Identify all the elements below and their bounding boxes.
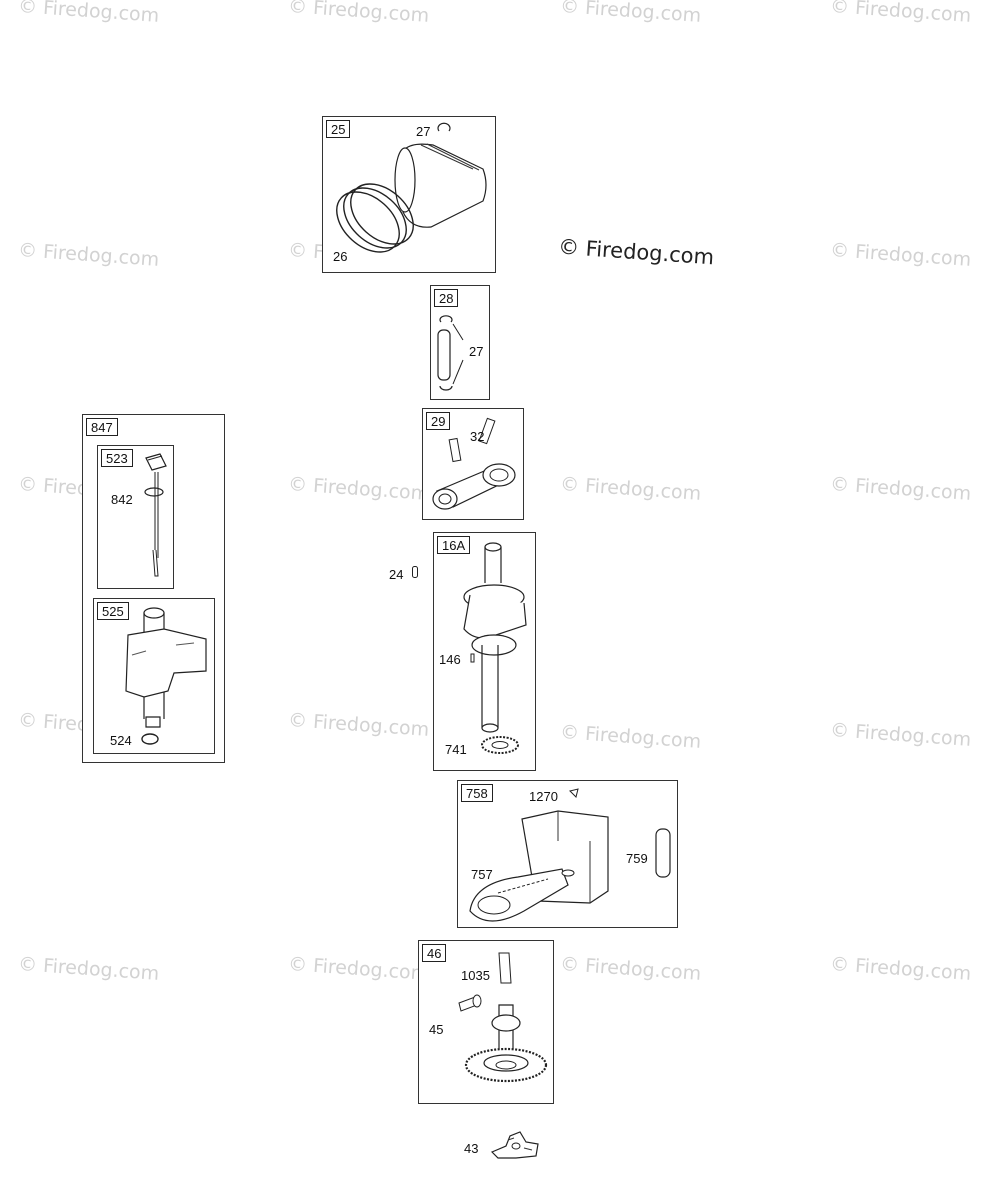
callout-label: 43	[464, 1141, 479, 1156]
callout-label: 842	[111, 492, 133, 507]
panel-tag: 847	[86, 418, 118, 436]
watermark: © Firedog.com	[17, 239, 160, 271]
watermark: © Firedog.com	[287, 953, 430, 985]
watermark: © Firedog.com	[829, 239, 972, 271]
key-part-drawing	[412, 566, 418, 578]
panel-tag: 16A	[437, 536, 471, 554]
panel-tag: 523	[101, 449, 133, 467]
panel-525-oil-fill-tube[interactable]: 525 524	[93, 598, 215, 754]
panel-tag: 29	[426, 412, 451, 430]
callout-label: 45	[429, 1022, 444, 1037]
dipstick-drawing	[98, 446, 175, 590]
callout-label: 24	[389, 567, 404, 582]
camshaft-drawing	[419, 941, 555, 1105]
crankshaft-drawing	[434, 533, 537, 772]
panel-tag: 25	[326, 120, 351, 138]
watermark: © Firedog.com	[17, 953, 160, 985]
watermark: © Firedog.com	[829, 953, 972, 985]
watermark: © Firedog.com	[287, 0, 430, 27]
callout-label: 757	[471, 867, 493, 882]
watermark: © Firedog.com	[559, 0, 702, 27]
panel-tag: 28	[434, 289, 459, 307]
callout-label: 1270	[529, 789, 558, 804]
callout-label: 26	[333, 249, 348, 264]
panel-tag: 525	[97, 602, 129, 620]
panel-46-camshaft[interactable]: 46 1035 45	[418, 940, 554, 1104]
part-43-drawing	[486, 1128, 546, 1164]
connecting-rod-drawing	[423, 409, 525, 521]
panel-523-dipstick[interactable]: 523 842	[97, 445, 174, 589]
panel-16a-crankshaft[interactable]: 16A 146 741	[433, 532, 536, 771]
balancer-drawing	[458, 781, 679, 929]
watermark-main: © Firedog.com	[557, 234, 715, 270]
watermark: © Firedog.com	[17, 0, 160, 27]
callout-label: 27	[469, 344, 484, 359]
watermark: © Firedog.com	[829, 719, 972, 751]
oil-fill-tube-drawing	[94, 599, 216, 755]
callout-label: 32	[470, 429, 485, 444]
panel-29-connecting-rod[interactable]: 29 32	[422, 408, 524, 520]
panel-758-balancer[interactable]: 758 1270 757 759	[457, 780, 678, 928]
watermark: © Firedog.com	[829, 0, 972, 27]
watermark: © Firedog.com	[829, 473, 972, 505]
watermark: © Firedog.com	[559, 721, 702, 753]
callout-label: 146	[439, 652, 461, 667]
callout-label: 27	[416, 124, 431, 139]
panel-28-piston-pin[interactable]: 28 27	[430, 285, 490, 400]
piston-drawing	[323, 117, 497, 274]
watermark: © Firedog.com	[287, 473, 430, 505]
watermark: © Firedog.com	[287, 709, 430, 741]
callout-label: 759	[626, 851, 648, 866]
watermark: © Firedog.com	[559, 473, 702, 505]
panel-tag: 758	[461, 784, 493, 802]
callout-label: 524	[110, 733, 132, 748]
panel-tag: 46	[422, 944, 447, 962]
callout-label: 1035	[461, 968, 490, 983]
callout-label: 741	[445, 742, 467, 757]
panel-25-piston[interactable]: 25 27 26	[322, 116, 496, 273]
watermark: © Firedog.com	[559, 953, 702, 985]
piston-pin-drawing	[431, 286, 491, 401]
